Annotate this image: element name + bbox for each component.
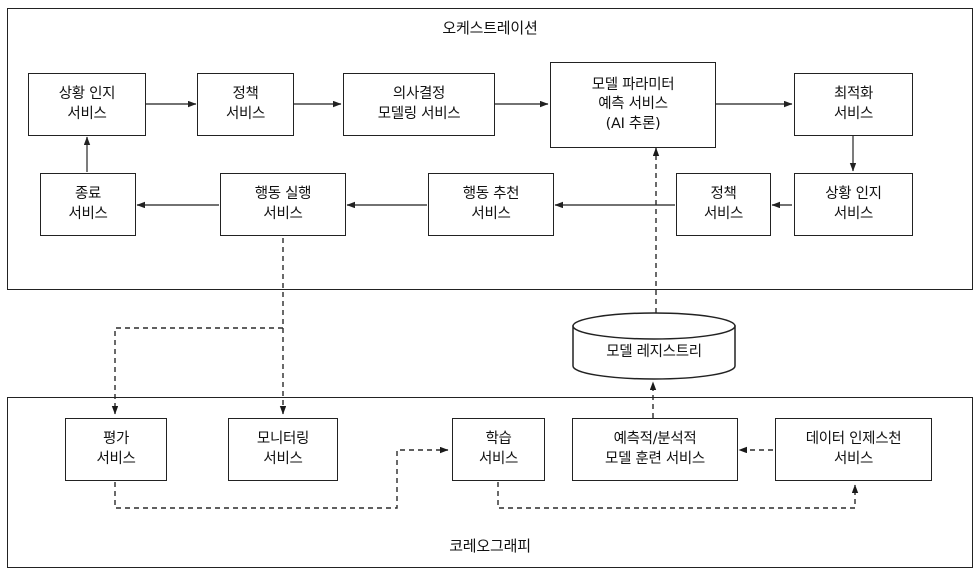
node-label: 모니터링 서비스 xyxy=(256,431,310,467)
node-label: 학습 서비스 xyxy=(478,431,519,467)
node-model-parameter-prediction[interactable]: 모델 파라미터 예측 서비스 (AI 추론) xyxy=(550,62,716,148)
datastore-label: 모델 레지스트리 xyxy=(606,343,702,360)
node-action-execution[interactable]: 행동 실행 서비스 xyxy=(220,173,346,236)
node-model-training[interactable]: 예측적/분석적 모델 훈련 서비스 xyxy=(572,418,738,481)
node-label: 데이터 인제스천 서비스 xyxy=(805,431,902,467)
node-label: 모델 파라미터 예측 서비스 (AI 추론) xyxy=(591,77,675,132)
choreography-container xyxy=(7,397,973,568)
node-label: 정책 서비스 xyxy=(703,186,744,222)
node-situation-awareness-2[interactable]: 상황 인지 서비스 xyxy=(794,173,913,236)
node-policy-2[interactable]: 정책 서비스 xyxy=(676,173,771,236)
node-label: 예측적/분석적 모델 훈련 서비스 xyxy=(605,431,705,467)
node-label: 상황 인지 서비스 xyxy=(58,86,116,122)
node-learning[interactable]: 학습 서비스 xyxy=(452,418,545,481)
node-situation-awareness-1[interactable]: 상황 인지 서비스 xyxy=(28,73,146,136)
node-label: 평가 서비스 xyxy=(96,431,136,467)
node-action-recommendation[interactable]: 행동 추천 서비스 xyxy=(428,173,554,236)
node-label: 상황 인지 서비스 xyxy=(825,186,882,222)
node-termination[interactable]: 종료 서비스 xyxy=(40,173,136,236)
datastore-model-registry[interactable]: 모델 레지스트리 xyxy=(572,312,736,380)
orchestration-container xyxy=(7,8,973,290)
orchestration-title: 오케스트레이션 xyxy=(442,19,538,37)
node-optimization[interactable]: 최적화 서비스 xyxy=(794,73,913,136)
node-evaluation[interactable]: 평가 서비스 xyxy=(65,418,167,481)
node-label: 행동 실행 서비스 xyxy=(254,186,312,222)
node-label: 의사결정 모델링 서비스 xyxy=(377,86,461,122)
node-policy-1[interactable]: 정책 서비스 xyxy=(197,73,294,136)
node-label: 정책 서비스 xyxy=(225,86,266,122)
cylinder-shape xyxy=(572,312,736,380)
choreography-title: 코레오그래피 xyxy=(449,537,531,555)
node-label: 최적화 서비스 xyxy=(833,86,874,122)
node-label: 행동 추천 서비스 xyxy=(462,186,520,222)
node-data-ingestion[interactable]: 데이터 인제스천 서비스 xyxy=(775,418,932,481)
node-monitoring[interactable]: 모니터링 서비스 xyxy=(228,418,338,481)
node-label: 종료 서비스 xyxy=(68,186,108,222)
node-decision-modeling[interactable]: 의사결정 모델링 서비스 xyxy=(343,73,495,136)
